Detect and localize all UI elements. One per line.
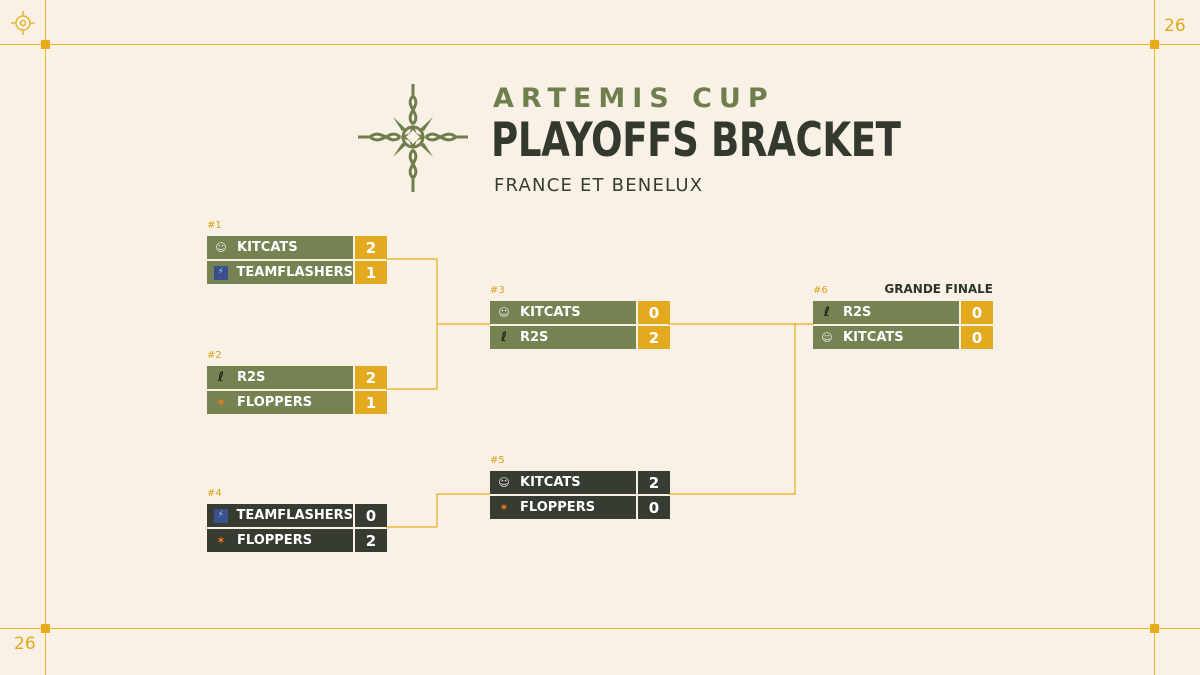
match-number: #4 [207,488,222,499]
team-score: 2 [355,529,387,552]
floppers-icon: ✶ [216,534,226,547]
team-name: FLOPPERS [520,500,596,515]
crosshair-icon [11,11,35,35]
r2s-icon: ℓ [823,305,831,320]
team-row[interactable]: ✶ FLOPPERS 0 [490,496,670,519]
team-row[interactable]: ✶ FLOPPERS 2 [207,529,387,552]
team-name: FLOPPERS [237,395,313,410]
grand-final-label: GRANDE FINALE [884,282,993,296]
team-cell: ✶ FLOPPERS [207,529,353,552]
connector-m1-m3 [386,258,490,325]
team-name: FLOPPERS [237,533,313,548]
floppers-icon: ✶ [216,396,226,409]
team-name: KITCATS [843,330,904,345]
corner-marker-bottom-left [41,624,50,633]
team-name: TEAMFLASHERS [236,508,353,523]
team-row[interactable]: ℓ R2S 2 [490,326,670,349]
teamflashers-icon: ⚡ [214,508,228,523]
team-name: KITCATS [237,240,298,255]
team-row[interactable]: ☺ KITCATS 0 [813,326,993,349]
r2s-icon: ℓ [500,330,508,345]
team-score: 0 [961,326,993,349]
frame-line-left [45,0,46,675]
team-row[interactable]: ☺ KITCATS 2 [490,471,670,494]
connector-m5-m6 [668,324,796,495]
team-score: 1 [355,261,387,284]
team-name: R2S [237,370,266,385]
match-5: #5 ☺ KITCATS 2 ✶ FLOPPERS 0 [490,455,670,519]
compass-star-logo-icon [358,84,468,192]
floppers-icon: ✶ [499,501,509,514]
team-cell: ⚡ TEAMFLASHERS [207,261,353,284]
kitcats-icon: ☺ [215,241,227,254]
kitcats-icon: ☺ [498,476,510,489]
team-name: R2S [843,305,872,320]
team-name: KITCATS [520,305,581,320]
event-name: ARTEMIS CUP [493,83,775,114]
match-number: #3 [490,285,505,296]
team-cell: ✶ FLOPPERS [207,391,353,414]
team-score: 2 [638,326,670,349]
team-score: 0 [638,496,670,519]
match-number: #1 [207,220,222,231]
team-cell: ☺ KITCATS [813,326,959,349]
match-3: #3 ☺ KITCATS 0 ℓ R2S 2 [490,285,670,349]
team-cell: ℓ R2S [490,326,636,349]
page-number-top-right: 26 [1164,16,1186,36]
team-score: 0 [355,504,387,527]
teamflashers-icon: ⚡ [214,265,228,280]
page-title: PLAYOFFS BRACKET [491,113,901,168]
match-2: #2 ℓ R2S 2 ✶ FLOPPERS 1 [207,350,387,414]
region-subtitle: FRANCE ET BENELUX [494,175,704,196]
team-cell: ℓ R2S [813,301,959,324]
match-6: #6 GRANDE FINALE ℓ R2S 0 ☺ KITCATS 0 [813,282,993,349]
frame-line-right [1154,0,1155,675]
team-name: KITCATS [520,475,581,490]
corner-marker-top-right [1150,40,1159,49]
team-cell: ☺ KITCATS [490,471,636,494]
team-score: 0 [638,301,670,324]
match-number: #6 [813,285,828,296]
match-number: #5 [490,455,505,466]
frame-line-top [0,44,1200,45]
r2s-icon: ℓ [217,370,225,385]
team-score: 0 [961,301,993,324]
page-number-bottom-left: 26 [14,634,36,654]
team-cell: ☺ KITCATS [207,236,353,259]
team-cell: ✶ FLOPPERS [490,496,636,519]
kitcats-icon: ☺ [821,331,833,344]
team-score: 1 [355,391,387,414]
connector-m4-m5 [386,493,490,528]
team-row[interactable]: ☺ KITCATS 2 [207,236,387,259]
corner-marker-top-left [41,40,50,49]
kitcats-icon: ☺ [498,306,510,319]
team-row[interactable]: ✶ FLOPPERS 1 [207,391,387,414]
team-name: TEAMFLASHERS [236,265,353,280]
team-row[interactable]: ℓ R2S 2 [207,366,387,389]
team-cell: ℓ R2S [207,366,353,389]
frame-line-bottom [0,628,1200,629]
corner-marker-bottom-right [1150,624,1159,633]
team-cell: ⚡ TEAMFLASHERS [207,504,353,527]
team-score: 2 [355,366,387,389]
team-cell: ☺ KITCATS [490,301,636,324]
team-name: R2S [520,330,549,345]
team-score: 2 [638,471,670,494]
connector-m2-m3 [386,324,438,390]
team-row[interactable]: ☺ KITCATS 0 [490,301,670,324]
match-number: #2 [207,350,222,361]
team-score: 2 [355,236,387,259]
team-row[interactable]: ℓ R2S 0 [813,301,993,324]
